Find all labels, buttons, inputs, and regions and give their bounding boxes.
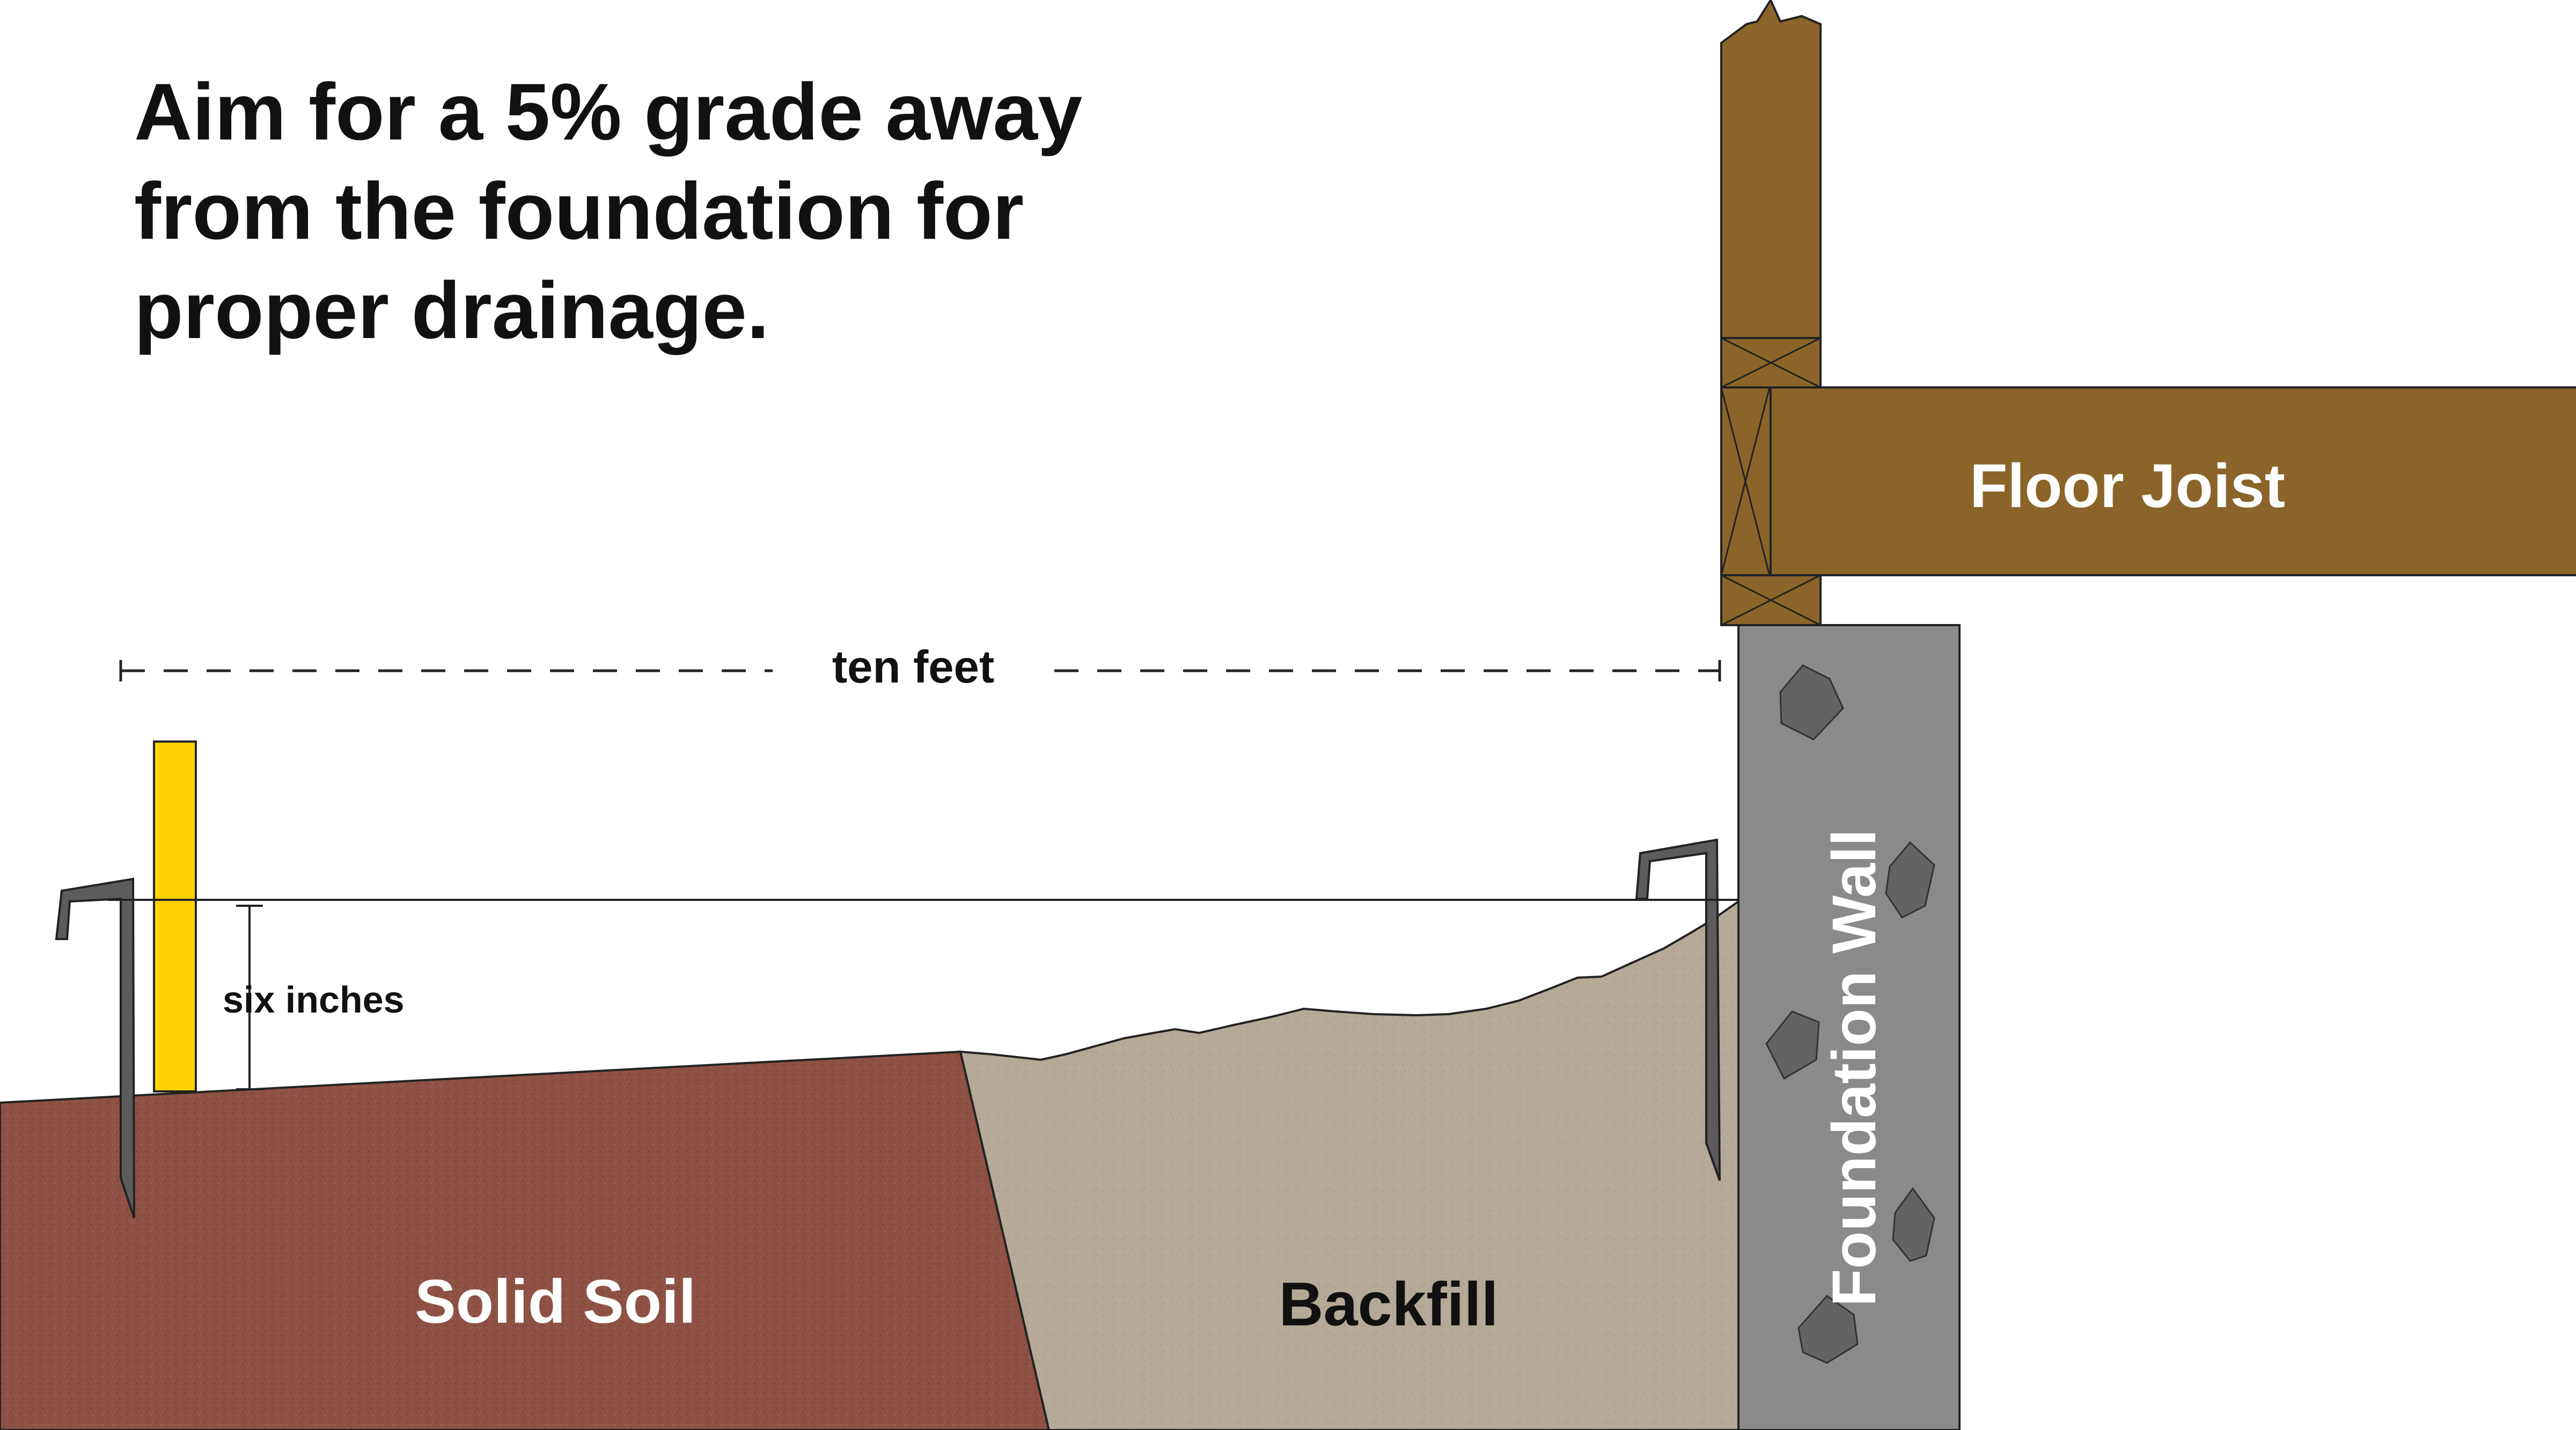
left-stake: [55, 877, 135, 1219]
backfill-region: [959, 899, 1740, 1430]
headline-line-3: proper drainage.: [134, 265, 769, 355]
solid-soil-region: [0, 1050, 1051, 1430]
headline-line-1: Aim for a 5% grade away: [134, 67, 1082, 157]
six-inches-label: six inches: [223, 979, 405, 1021]
measuring-marker: [153, 740, 197, 1092]
floor-joist-label: Floor Joist: [1970, 452, 2285, 520]
solid-soil-label: Solid Soil: [415, 1267, 696, 1336]
ten-feet-label: ten feet: [832, 642, 994, 693]
rock: [1892, 1187, 1935, 1262]
backfill-label: Backfill: [1279, 1270, 1498, 1339]
right-stake: [1635, 838, 1721, 1181]
rock: [1797, 1295, 1859, 1364]
headline-line-2: from the foundation for: [134, 166, 1024, 256]
six-inch-dimension: [236, 905, 263, 1090]
ten-feet-dimension: [119, 660, 1721, 681]
rock: [1885, 841, 1935, 919]
foundation-wall: [1737, 624, 1961, 1430]
foundation-wall-label: Foundation Wall: [1820, 829, 1889, 1307]
rock: [1765, 1010, 1820, 1080]
floor-joist: [1770, 386, 2576, 576]
rock: [1779, 664, 1844, 740]
